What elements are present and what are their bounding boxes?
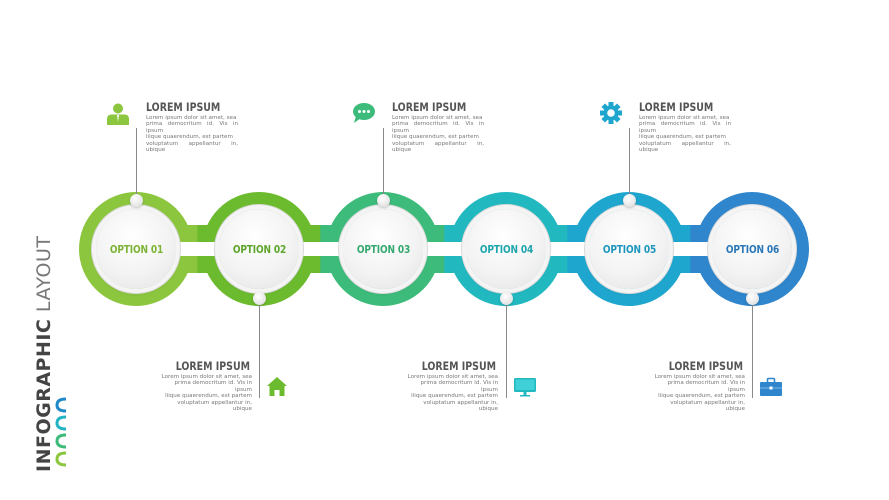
option-01-title: LOREM IPSUM [146,100,221,114]
description-line: liique quaerendum, est partem [392,134,479,141]
option-06-knob [745,292,759,305]
option-03-disc[interactable]: OPTION 03 [343,209,423,289]
description-line: liique quaerendum, est partem [411,393,498,400]
option-03-stem [382,128,384,194]
option-05-stem [628,128,630,194]
option-01-stem [135,128,137,194]
briefcase-icon [760,377,782,396]
option-02-disc[interactable]: OPTION 02 [219,209,299,289]
option-04-disc[interactable]: OPTION 04 [466,209,546,289]
description-line: prima democritum id. Vis in ipsum [639,121,731,134]
option-01-knob [129,194,143,207]
option-05-description: Lorem ipsum dolor sit amet, sea prima de… [639,115,731,153]
description-line: liique quaerendum, est partem [639,134,726,141]
monitor-icon [514,378,536,397]
description-line: Lorem ipsum dolor sit amet, sea [392,115,483,121]
description-line: Lorem ipsum dolor sit amet, sea [407,374,498,380]
description-line: voluptatum appellantur in, ubique [670,399,745,413]
description-line: voluptatum appellantur in, ubique [639,140,731,154]
option-05-disc[interactable]: OPTION 05 [589,209,669,289]
option-05-label: OPTION 05 [602,242,656,256]
option-03-title: LOREM IPSUM [392,100,467,114]
description-line: liique quaerendum, est partem [165,393,252,400]
option-02-description: Lorem ipsum dolor sit amet, sea prima de… [160,374,252,412]
option-02-label: OPTION 02 [232,242,286,256]
gear-icon [600,102,622,124]
title-light-part: LAYOUT [33,235,55,313]
option-03-description: Lorem ipsum dolor sit amet, sea prima de… [392,115,484,153]
description-line: voluptatum appellantur in, ubique [146,140,238,154]
title-bold-part: INFOGRAPHIC [33,318,55,472]
option-04-description: Lorem ipsum dolor sit amet, sea prima de… [406,374,498,412]
option-02-stem [258,305,260,398]
description-line: Lorem ipsum dolor sit amet, sea [161,374,252,380]
option-06-disc[interactable]: OPTION 06 [712,209,792,289]
description-line: prima democritum id. Vis in ipsum [174,380,252,393]
description-line: prima democritum id. Vis in ipsum [146,121,238,134]
description-line: Lorem ipsum dolor sit amet, sea [639,115,730,121]
chat-bubble-icon [353,103,375,123]
description-line: liique quaerendum, est partem [146,134,233,141]
option-04-stem [505,305,507,398]
user-icon [107,103,129,125]
option-02-title: LOREM IPSUM [175,359,250,373]
description-line: voluptatum appellantur in, ubique [423,399,498,413]
description-line: voluptatum appellantur in, ubique [392,140,484,154]
option-04-knob [499,292,513,305]
description-line: liique quaerendum, est partem [658,393,745,400]
option-03-label: OPTION 03 [356,242,410,256]
option-01-disc[interactable]: OPTION 01 [96,209,176,289]
option-06-label: OPTION 06 [725,242,779,256]
option-01-description: Lorem ipsum dolor sit amet, sea prima de… [146,115,238,153]
option-06-stem [751,305,753,398]
description-line: prima democritum id. Vis in ipsum [392,121,484,134]
description-line: voluptatum appellantur in, ubique [177,399,252,413]
option-03-knob [376,194,390,207]
option-06-description: Lorem ipsum dolor sit amet, sea prima de… [653,374,745,412]
description-line: prima democritum id. Vis in ipsum [667,380,745,393]
option-06-title: LOREM IPSUM [668,359,743,373]
description-line: Lorem ipsum dolor sit amet, sea [146,115,237,121]
option-04-label: OPTION 04 [479,242,533,256]
option-05-title: LOREM IPSUM [639,100,714,114]
description-line: prima democritum id. Vis in ipsum [420,380,498,393]
home-icon [267,377,287,396]
description-line: Lorem ipsum dolor sit amet, sea [654,374,745,380]
wave-decoration-icon [55,397,67,467]
option-04-title: LOREM IPSUM [421,359,496,373]
option-05-knob [622,194,636,207]
option-01-label: OPTION 01 [109,242,163,256]
option-02-knob [252,292,266,305]
